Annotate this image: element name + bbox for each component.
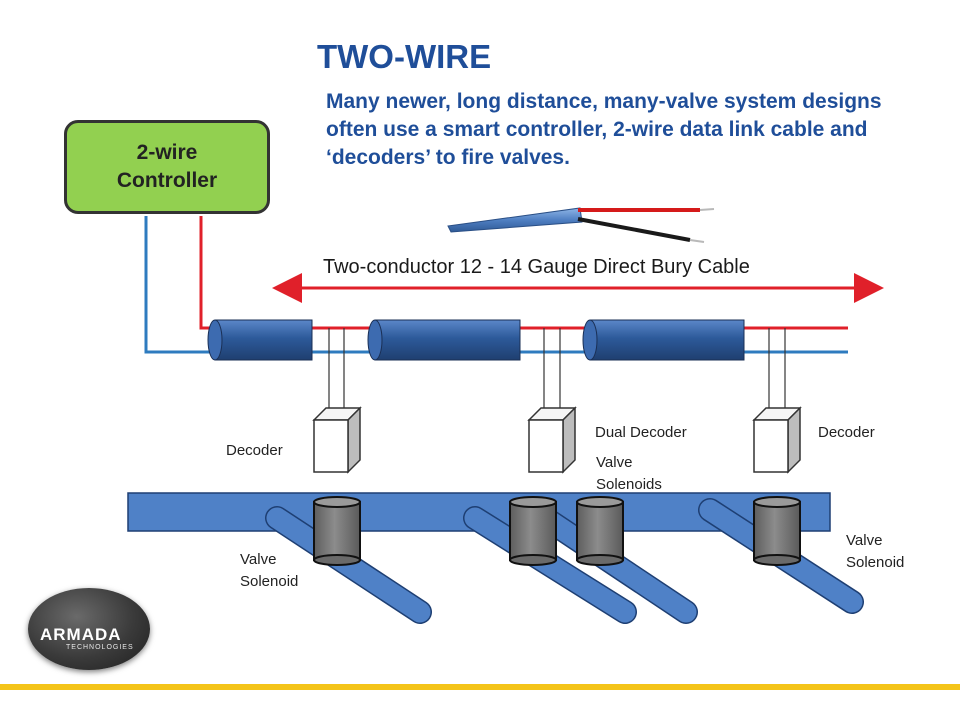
cable-illustration	[447, 207, 715, 243]
valve-solenoids-line2: Solenoids	[596, 476, 662, 493]
blue-wire-lead	[144, 216, 218, 354]
valve-solenoid-left-line2: Solenoid	[240, 573, 299, 590]
valve-solenoid-label-right: Valve Solenoid	[846, 530, 904, 574]
valve-solenoids-line1: Valve	[596, 454, 633, 471]
decoder-drop-wires	[328, 328, 786, 420]
lateral-pipe	[463, 506, 637, 624]
decoder-label-left: Decoder	[226, 442, 283, 459]
splice-connector	[582, 319, 745, 361]
logo-name: ARMADA	[40, 625, 122, 644]
red-wire-lead	[199, 216, 218, 330]
controller-label-line1: 2-wire	[136, 141, 198, 164]
valve-solenoid-left-line1: Valve	[240, 551, 277, 568]
description-text: Many newer, long distance, many-valve sy…	[326, 90, 882, 169]
valve-solenoid	[576, 496, 624, 566]
decoder-box	[752, 406, 802, 474]
valve-solenoid	[313, 496, 361, 566]
logo-subtitle: TECHNOLOGIES	[66, 644, 134, 651]
cable-label: Two-conductor 12 - 14 Gauge Direct Bury …	[323, 256, 750, 278]
page-title: TWO-WIRE	[317, 38, 492, 75]
armada-logo	[28, 588, 150, 670]
valve-solenoids-label: Valve Solenoids	[596, 452, 662, 496]
lateral-pipe	[533, 506, 698, 624]
valve-solenoid	[509, 496, 557, 566]
valve-solenoid-right-line1: Valve	[846, 532, 883, 549]
valve-solenoid-label-left: Valve Solenoid	[240, 549, 298, 593]
bottom-accent-bar	[0, 684, 960, 690]
dual-decoder-label: Dual Decoder	[595, 424, 687, 441]
decoder-box	[312, 406, 362, 474]
valve-solenoid	[753, 496, 801, 566]
controller-label-line2: Controller	[116, 169, 218, 192]
splice-connector	[207, 319, 313, 361]
valve-solenoid-right-line2: Solenoid	[846, 554, 905, 571]
two-wire-controller: 2-wire Controller	[64, 120, 270, 214]
dual-decoder-box	[527, 406, 577, 474]
splice-connector	[367, 319, 521, 361]
decoder-label-right: Decoder	[818, 424, 875, 441]
